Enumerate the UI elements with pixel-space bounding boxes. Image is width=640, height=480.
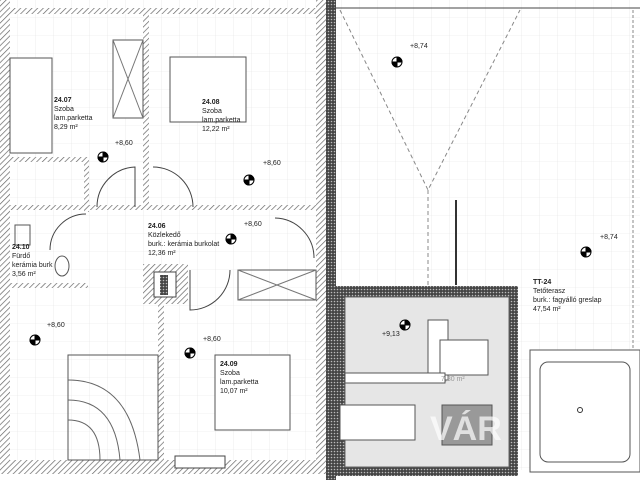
wall-top — [10, 8, 316, 14]
level-label: +9,13 — [382, 331, 400, 338]
jacuzzi — [529, 349, 640, 473]
staircase — [67, 354, 159, 461]
wall-right — [316, 0, 326, 470]
bed — [9, 57, 53, 154]
level-label: +8,74 — [600, 234, 618, 241]
wall — [8, 157, 88, 162]
door[interactable] — [152, 166, 194, 208]
level-label: +8,60 — [115, 140, 133, 147]
wall — [84, 157, 89, 212]
door[interactable] — [96, 166, 136, 208]
wall — [8, 283, 88, 288]
level-label: +8,60 — [203, 336, 221, 343]
level-label: +8,60 — [47, 322, 65, 329]
door[interactable] — [274, 217, 315, 259]
wall — [10, 205, 316, 210]
level-label: +8,60 — [244, 221, 262, 228]
window-bottom — [174, 455, 226, 469]
washbasin — [14, 224, 31, 246]
level-markers — [29, 56, 592, 359]
watermark-logo: VÁR — [430, 410, 502, 448]
inner-area-label: 7,80 m² — [441, 376, 465, 383]
level-label: +8,74 — [410, 43, 428, 50]
bed — [214, 354, 291, 431]
door[interactable] — [49, 213, 87, 251]
wall — [158, 300, 164, 460]
door[interactable] — [189, 269, 231, 311]
toilet — [54, 255, 70, 277]
wall-left — [0, 0, 10, 470]
wall — [143, 14, 149, 209]
level-label: +8,60 — [263, 160, 281, 167]
bed — [169, 56, 247, 123]
terrace-parapet — [326, 0, 336, 480]
wall-bottom — [0, 460, 330, 474]
